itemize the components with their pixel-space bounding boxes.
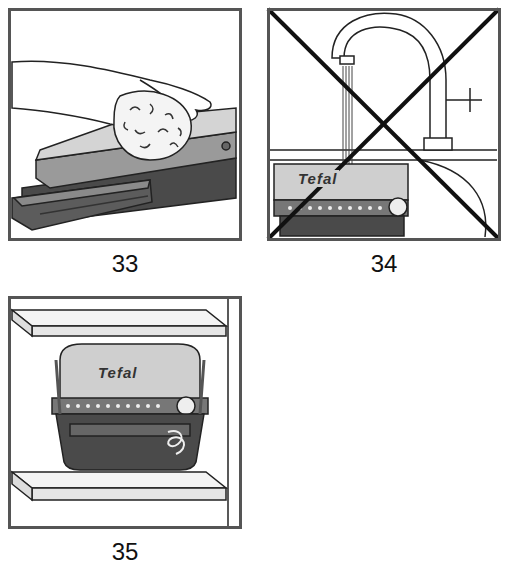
null — [288, 206, 292, 210]
stored-grill — [70, 424, 190, 436]
sink — [270, 159, 497, 161]
null — [96, 404, 100, 408]
grill-lid — [222, 142, 230, 150]
panel-frame: 34 — [267, 8, 501, 241]
cabinet — [32, 326, 226, 336]
grill-front — [274, 164, 408, 200]
cloth — [124, 104, 181, 148]
figure-number: 35 — [11, 538, 239, 566]
null — [146, 404, 150, 408]
null — [106, 404, 110, 408]
water — [349, 66, 350, 165]
cross-mark — [268, 9, 499, 239]
faucet — [424, 138, 452, 150]
water — [346, 66, 347, 165]
brand-logo: Tefal — [296, 170, 339, 187]
null — [156, 404, 160, 408]
panel-frame: 33 — [8, 8, 242, 241]
cabinet — [12, 310, 226, 326]
null — [348, 206, 352, 210]
water — [343, 66, 352, 165]
grill-front — [274, 164, 408, 236]
grill-base — [40, 196, 148, 214]
null — [66, 404, 160, 408]
figure-number: 33 — [11, 250, 239, 278]
null — [76, 404, 80, 408]
stored-grill — [56, 360, 204, 414]
null — [378, 206, 382, 210]
null — [368, 206, 372, 210]
brand-logo: Tefal — [96, 364, 139, 381]
cloth — [114, 91, 191, 160]
stored-grill — [168, 431, 184, 454]
water — [352, 66, 353, 165]
stored-grill — [60, 344, 200, 400]
null — [86, 404, 90, 408]
cabinet — [12, 472, 32, 500]
panel-frame: 35 — [8, 296, 242, 529]
sink — [270, 149, 497, 151]
cabinet — [32, 488, 226, 500]
cabinet — [227, 298, 229, 528]
grill-base — [14, 180, 150, 206]
null — [308, 206, 312, 210]
cloth — [114, 91, 191, 160]
null — [66, 404, 70, 408]
stored-grill — [52, 398, 208, 414]
figure-number: 34 — [270, 250, 498, 278]
null — [338, 206, 342, 210]
null — [126, 404, 130, 408]
null — [136, 404, 140, 408]
null — [358, 206, 362, 210]
grill-front — [389, 198, 407, 216]
null — [116, 404, 120, 408]
cross-mark — [268, 9, 499, 239]
faucet — [332, 13, 482, 150]
stored-grill — [177, 397, 195, 415]
cross-mark — [268, 9, 499, 239]
stored-grill — [56, 414, 204, 470]
null — [328, 206, 332, 210]
grill-base — [12, 180, 152, 230]
faucet — [340, 56, 354, 64]
null — [318, 206, 322, 210]
grill-front — [280, 216, 404, 236]
cabinet — [12, 310, 32, 336]
stored-grill — [52, 344, 208, 470]
faucet — [446, 88, 482, 112]
sink — [270, 150, 497, 237]
cabinet — [12, 472, 226, 488]
cabinet — [12, 298, 228, 528]
